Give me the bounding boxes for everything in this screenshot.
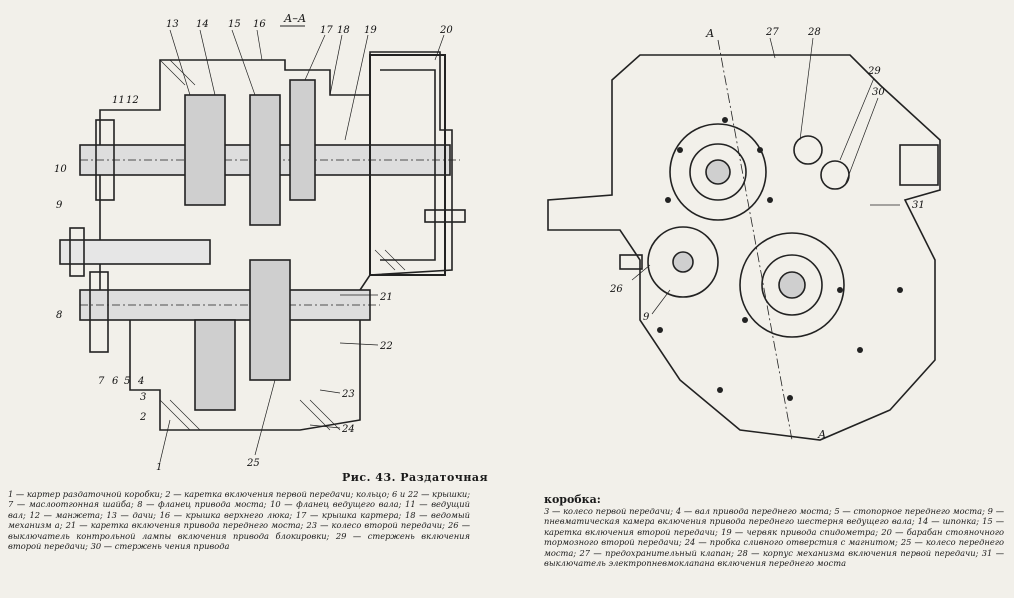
label-16: 16 xyxy=(253,19,266,30)
label-22: 22 xyxy=(379,341,393,352)
label-25: 25 xyxy=(246,458,260,469)
section-marker-top: А xyxy=(705,27,714,40)
label-24: 24 xyxy=(341,424,355,435)
label-31: 31 xyxy=(912,200,925,211)
label-12: 12 xyxy=(126,95,139,106)
figure-caption: Рис. 43. Раздаточная xyxy=(342,471,489,484)
label-15: 15 xyxy=(228,19,241,30)
label-3: 3 xyxy=(140,392,146,403)
label-7: 7 xyxy=(98,376,105,387)
label-27: 27 xyxy=(765,27,779,38)
label-18: 18 xyxy=(337,25,350,36)
label-10: 10 xyxy=(54,164,67,175)
label-1: 1 xyxy=(156,462,162,470)
label-6: 6 xyxy=(112,376,119,387)
section-marker-bottom: А xyxy=(817,428,826,441)
label-5: 5 xyxy=(124,376,130,387)
label-28: 28 xyxy=(807,27,821,38)
label-13: 13 xyxy=(166,19,179,30)
label-19: 19 xyxy=(364,25,377,36)
label-23: 23 xyxy=(341,389,355,400)
right-view-labels: 27 28 29 30 31 26 9 xyxy=(609,27,925,323)
end-view-drawing xyxy=(547,37,941,441)
legend-left-column: 1 — картер раздаточной коробки; 2 — каре… xyxy=(8,489,471,552)
section-view-drawing: А–А 13 14 15 16 17 18 19 20 11 12 10 9 8… xyxy=(54,12,941,470)
left-view-labels: 13 14 15 16 17 18 19 20 11 12 10 9 8 7 6… xyxy=(54,19,453,470)
legend-right-column: 3 — колесо первой передачи; 4 — вал прив… xyxy=(544,506,1004,569)
section-label: А–А xyxy=(283,12,306,25)
label-30: 30 xyxy=(872,87,885,98)
label-9: 9 xyxy=(56,200,63,211)
label-14: 14 xyxy=(196,19,209,30)
label-4: 4 xyxy=(137,376,144,387)
figure-caption-continuation: коробка: xyxy=(544,493,601,506)
label-11: 11 xyxy=(112,95,125,106)
label-29: 29 xyxy=(867,66,881,77)
label-2: 2 xyxy=(139,412,146,423)
label-17: 17 xyxy=(320,25,333,36)
label-21: 21 xyxy=(379,292,393,303)
label-8: 8 xyxy=(56,310,62,321)
label-9-right: 9 xyxy=(643,312,650,323)
label-26: 26 xyxy=(609,284,623,295)
label-20: 20 xyxy=(439,25,453,36)
